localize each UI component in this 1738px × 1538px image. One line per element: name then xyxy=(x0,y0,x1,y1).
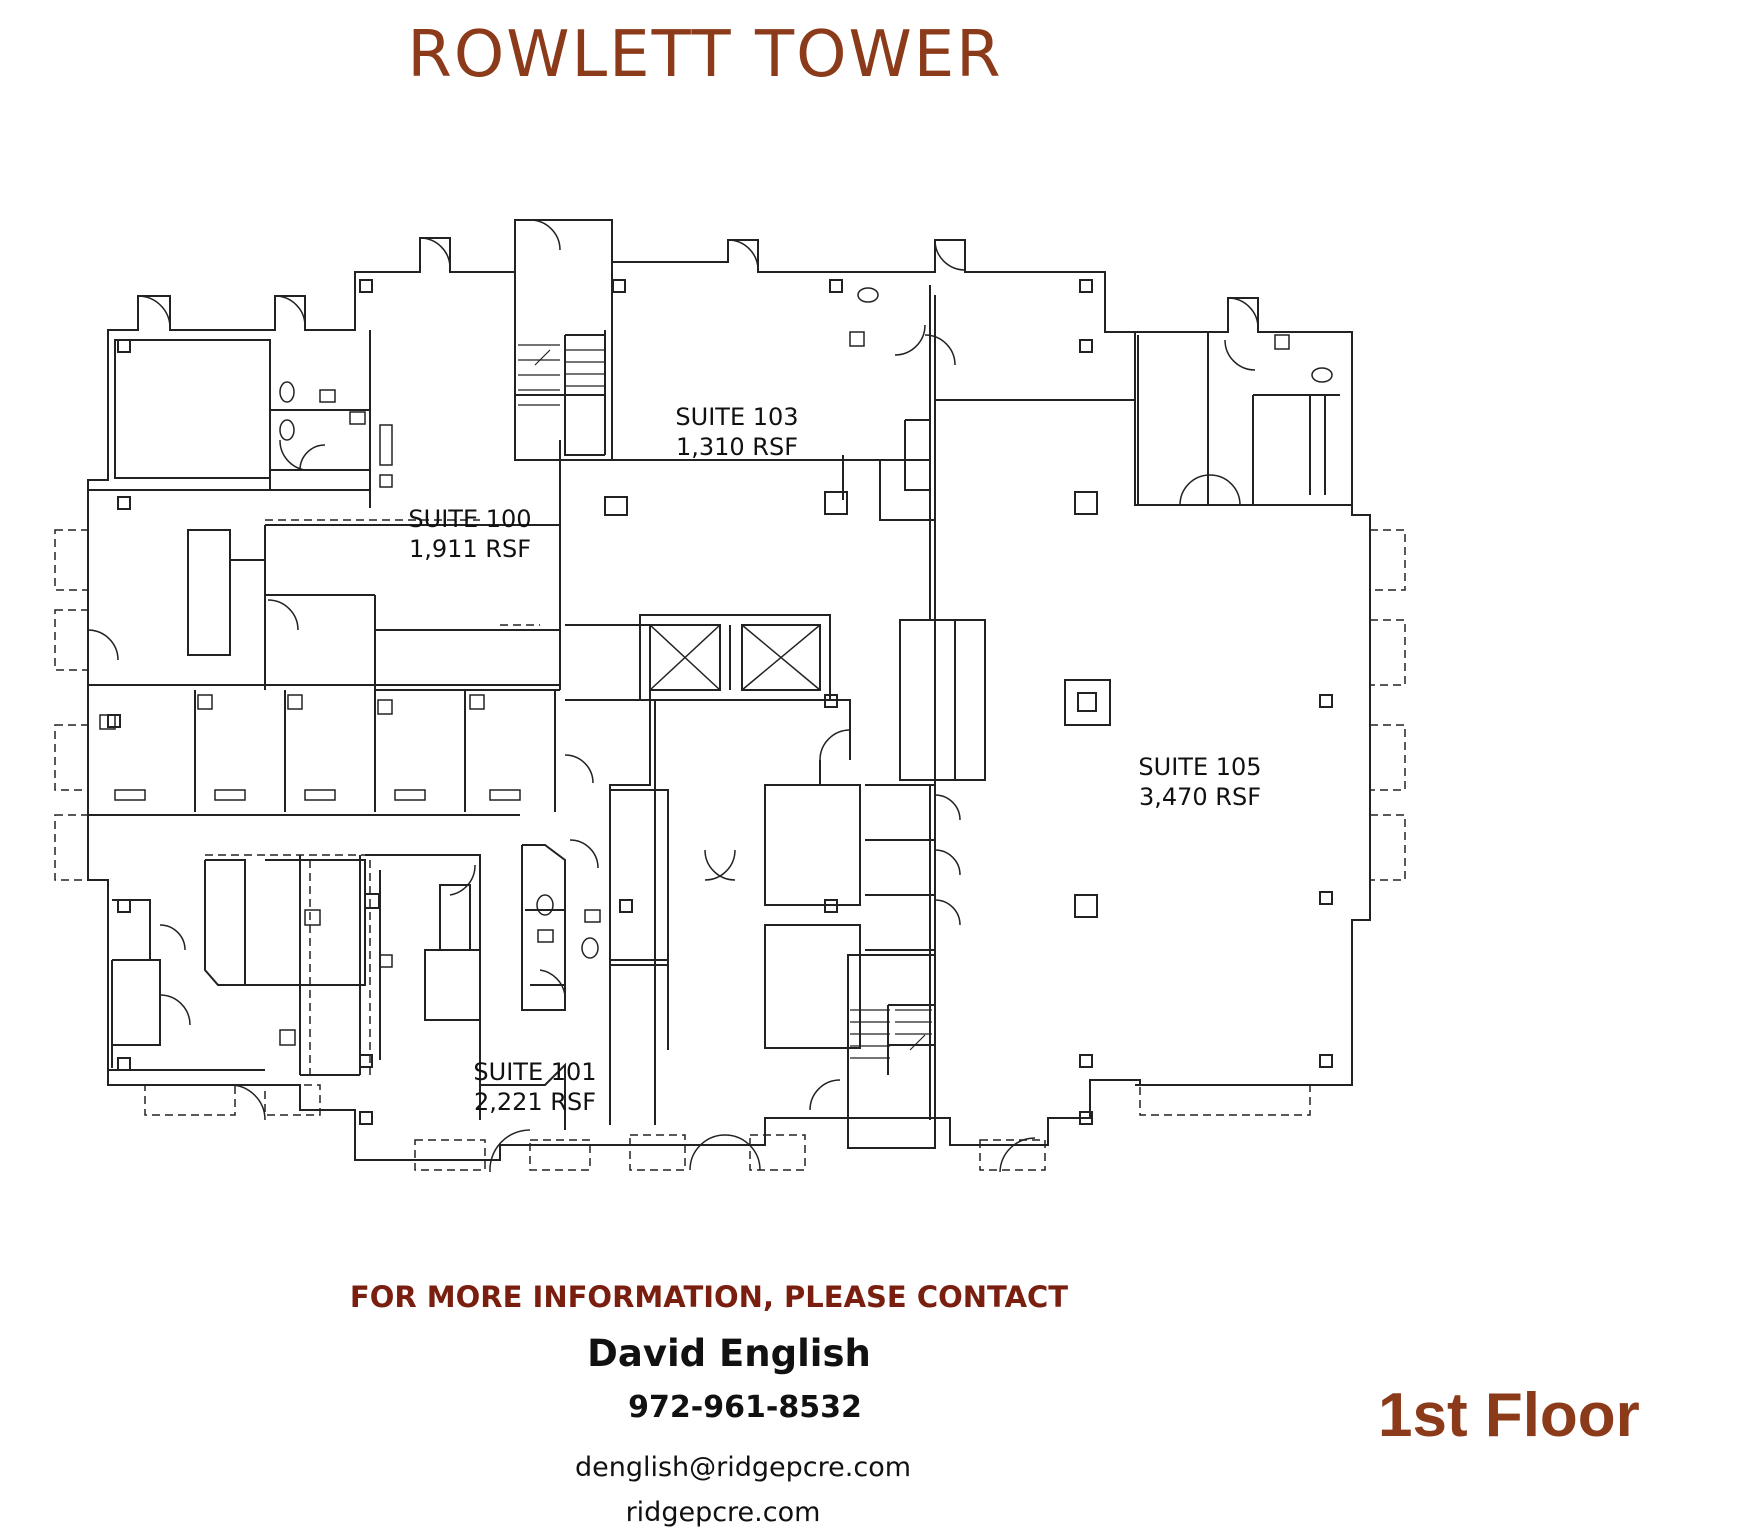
suite-101-area: 2,221 RSF xyxy=(474,1088,596,1116)
window-lines xyxy=(54,519,1406,1171)
floor-plan: SUITE 100 1,911 RSF SUITE 103 1,310 RSF … xyxy=(54,219,1406,1173)
suite-100-area: 1,911 RSF xyxy=(409,535,531,563)
floor-label: 1st Floor xyxy=(1378,1381,1640,1450)
suite-105-area: 3,470 RSF xyxy=(1139,783,1261,811)
suite-101-name: SUITE 101 xyxy=(473,1058,596,1086)
suite-105-name: SUITE 105 xyxy=(1138,753,1261,781)
interior-walls xyxy=(514,220,613,461)
contact-website[interactable]: ridgepcre.com xyxy=(625,1497,821,1528)
door-swings xyxy=(87,219,1259,1173)
contact-heading: FOR MORE INFORMATION, PLEASE CONTACT xyxy=(349,1280,1069,1314)
contact-phone[interactable]: 972-961-8532 xyxy=(628,1390,862,1425)
stairs xyxy=(518,344,932,1059)
restroom-fixtures xyxy=(99,287,1333,1046)
structural-columns xyxy=(107,279,1333,1125)
suite-103-area: 1,310 RSF xyxy=(676,433,798,461)
suite-100-name: SUITE 100 xyxy=(408,505,531,533)
elevators xyxy=(649,624,821,691)
building-title: ROWLETT TOWER xyxy=(407,18,1003,92)
contact-email[interactable]: denglish@ridgepcre.com xyxy=(574,1452,912,1483)
contact-name: David English xyxy=(587,1332,871,1375)
suite-103-name: SUITE 103 xyxy=(675,403,798,431)
